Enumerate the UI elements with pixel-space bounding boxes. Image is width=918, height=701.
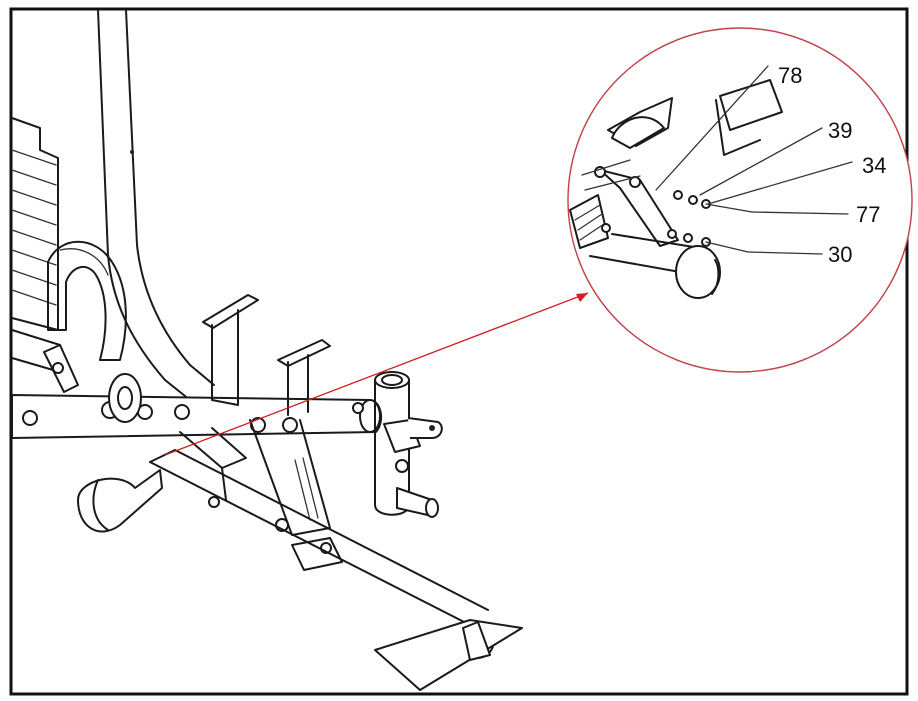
callout-39: 39 <box>828 118 852 143</box>
callout-78: 78 <box>778 63 802 88</box>
pointer-arrowhead <box>576 293 588 302</box>
base-frame <box>77 449 523 691</box>
upright-column <box>97 9 215 401</box>
callout-77: 77 <box>856 202 880 227</box>
pointer-line <box>164 292 589 456</box>
pulley-guard <box>47 240 127 361</box>
seat-plates <box>202 294 331 416</box>
callout-30: 30 <box>828 242 852 267</box>
diagonal-brace <box>249 419 343 571</box>
callout-34: 34 <box>862 153 886 178</box>
pulley-bracket <box>43 344 79 393</box>
detail-magnifier <box>567 27 913 373</box>
vertical-post <box>374 371 443 518</box>
